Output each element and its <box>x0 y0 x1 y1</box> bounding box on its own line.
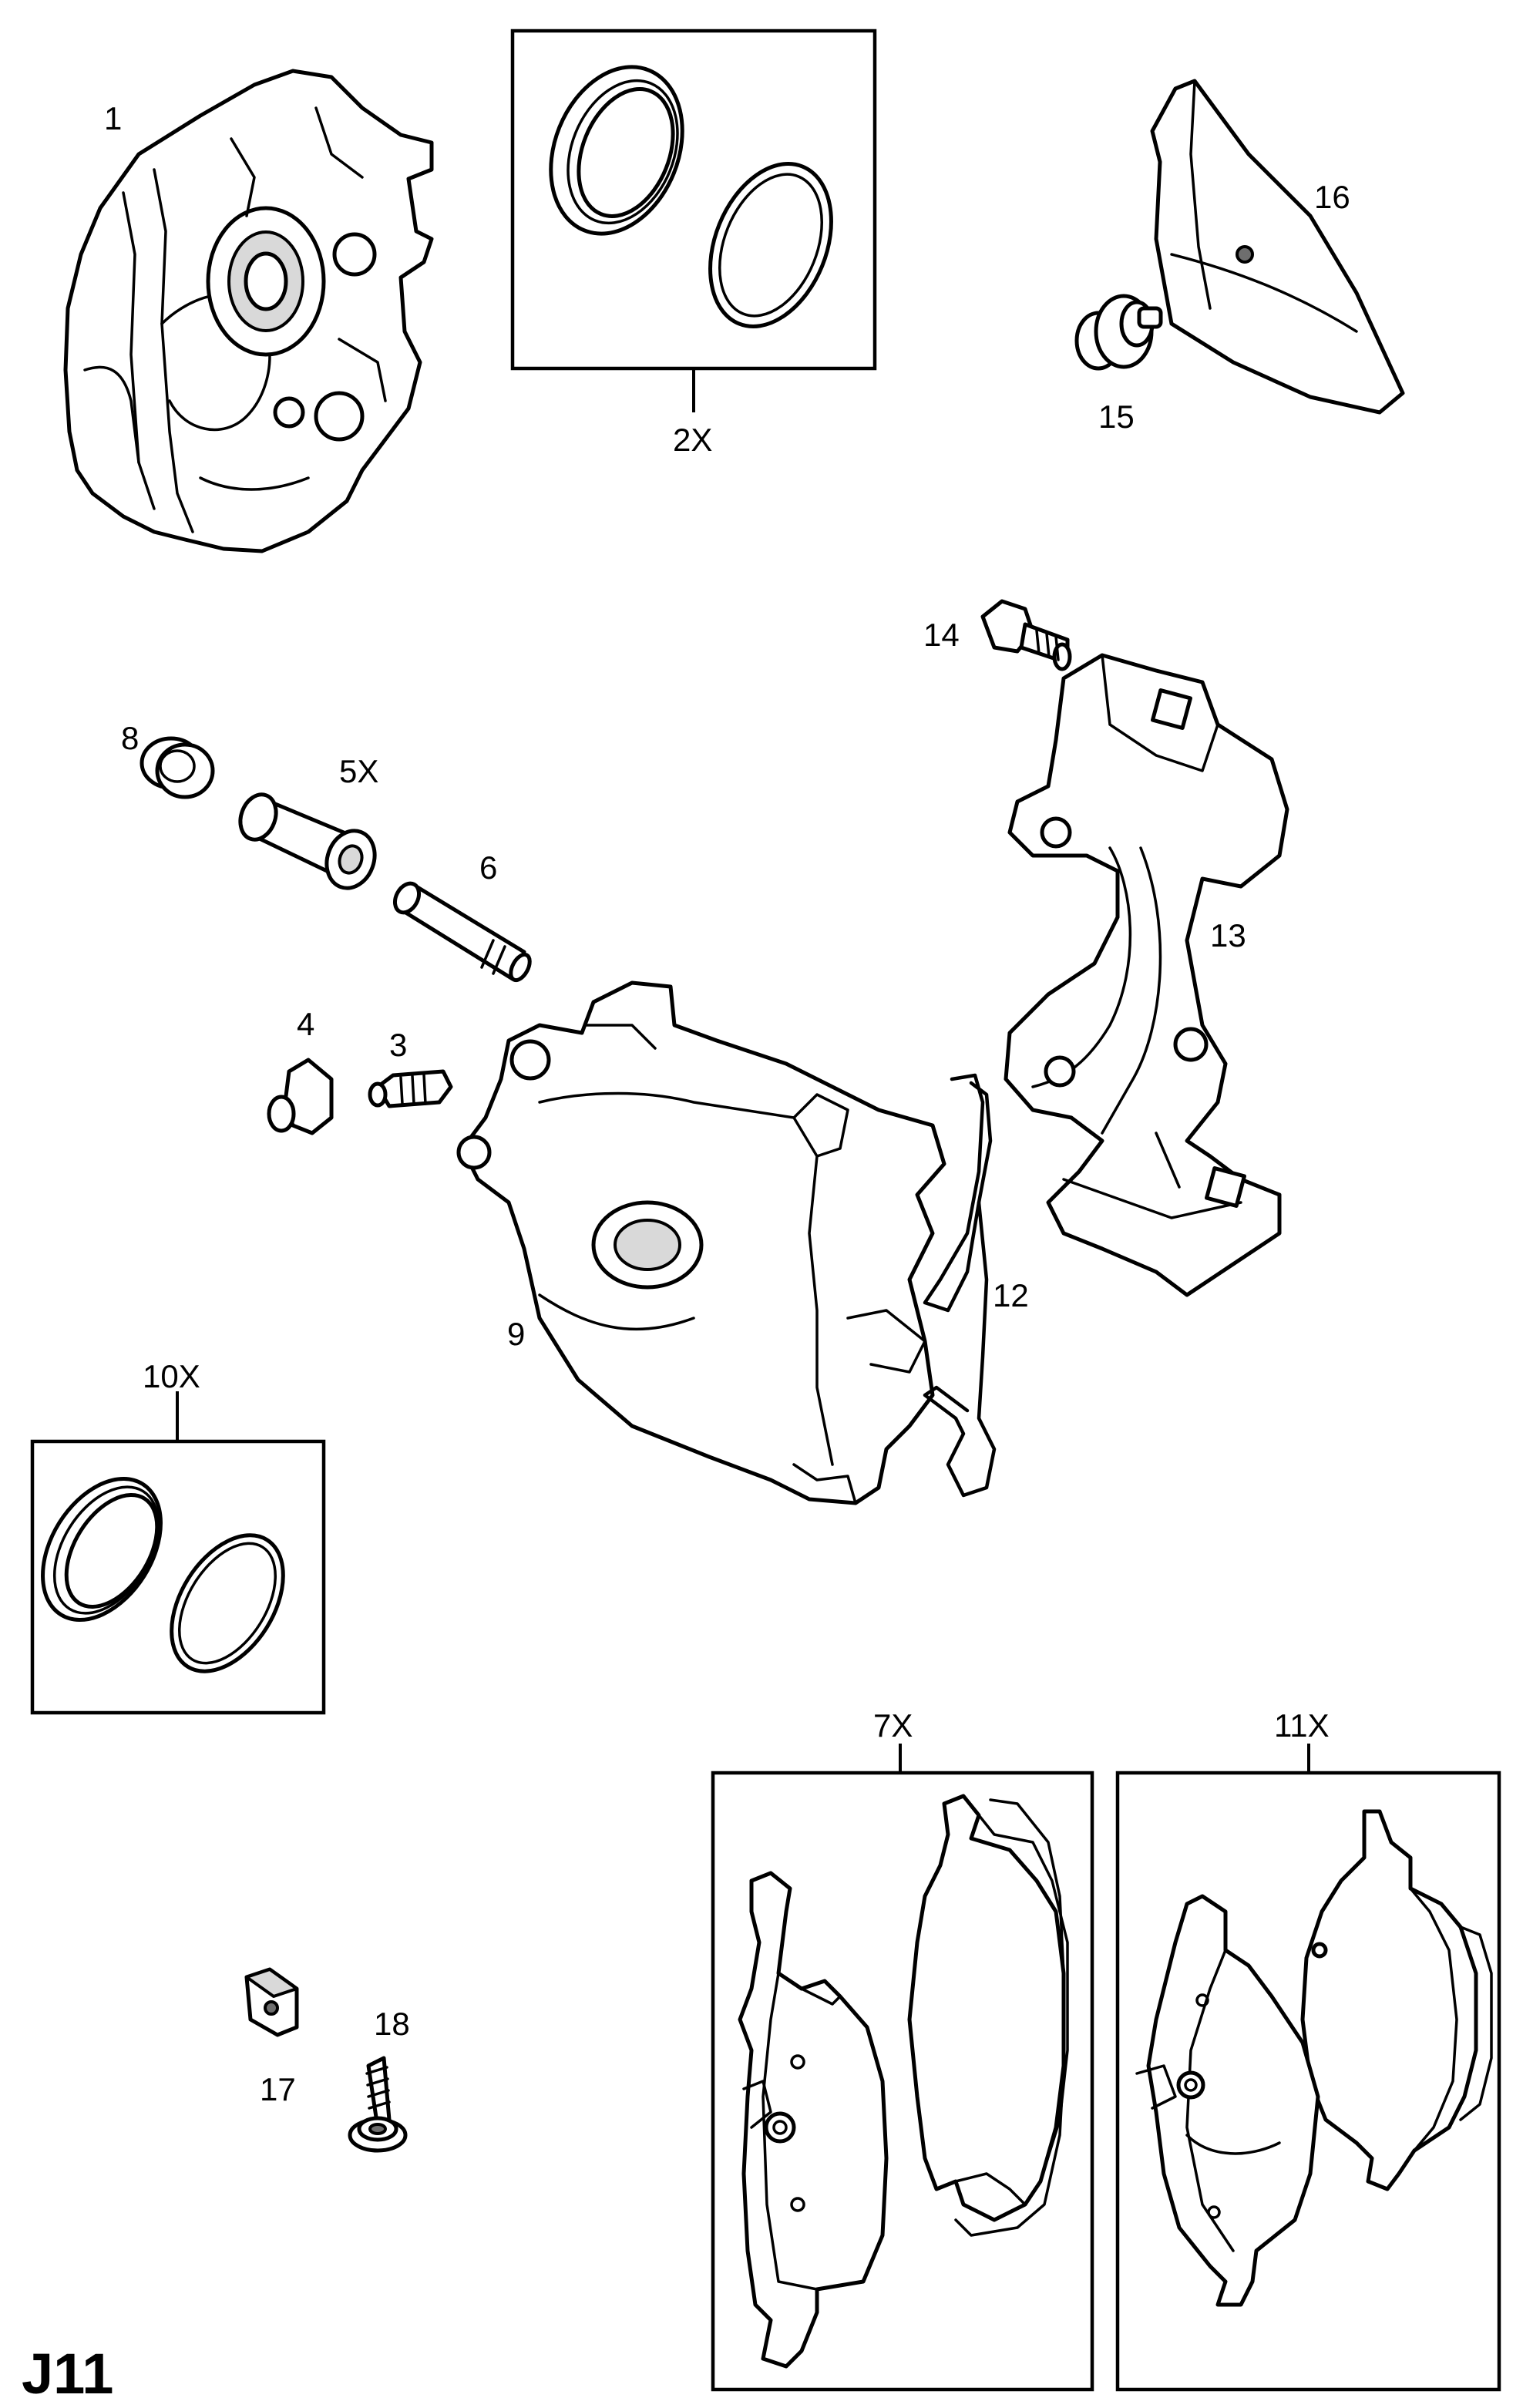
part-17-clip-nut <box>244 1967 299 2037</box>
callout-9: 9 <box>507 1316 525 1352</box>
callout-10x: 10X <box>143 1358 200 1394</box>
callout-12: 12 <box>993 1277 1029 1313</box>
part-12-spring-clip <box>923 1073 997 1498</box>
part-15-grommet <box>1074 294 1163 371</box>
part-10x-seal-kit-box <box>30 1391 326 1715</box>
callout-4: 4 <box>297 1006 314 1042</box>
part-3-bleeder-screw <box>368 1069 453 1108</box>
callout-14: 14 <box>923 617 960 653</box>
part-4-bleeder-cap <box>267 1058 334 1135</box>
part-5x-guide-sleeve <box>238 792 377 890</box>
part-7x-brake-pad-kit-box <box>711 1744 1094 2392</box>
part-6-guide-pin <box>392 881 532 983</box>
callout-5x: 5X <box>339 753 378 789</box>
part-8-dust-cap <box>140 736 215 799</box>
callout-3: 3 <box>389 1027 407 1063</box>
callout-8: 8 <box>121 720 139 756</box>
callout-2x: 2X <box>673 422 712 458</box>
part-9-caliper-body <box>456 980 946 1505</box>
callout-11x: 11X <box>1274 1707 1330 1744</box>
part-14-bolt <box>980 599 1072 671</box>
callout-7x: 7X <box>873 1707 913 1744</box>
callout-18: 18 <box>374 2006 410 2042</box>
part-1-caliper-housing <box>63 69 434 553</box>
callout-17: 17 <box>260 2071 296 2107</box>
diagram-code: J11 <box>22 2342 113 2406</box>
callout-15: 15 <box>1098 399 1135 435</box>
part-18-screw <box>348 2056 408 2153</box>
part-11x-brake-pad-kit-box <box>1115 1744 1501 2392</box>
part-2x-seal-kit-box <box>510 29 877 412</box>
callout-6: 6 <box>479 849 497 886</box>
part-13-caliper-carrier <box>1004 653 1289 1297</box>
callout-16: 16 <box>1314 179 1350 215</box>
callout-labels: 1 2X 16 15 14 8 5X 6 13 4 3 12 9 10X 7X … <box>22 100 1350 2406</box>
callout-1: 1 <box>104 100 122 136</box>
callout-13: 13 <box>1210 917 1246 953</box>
part-16-anti-squeal-plate <box>1150 79 1405 415</box>
